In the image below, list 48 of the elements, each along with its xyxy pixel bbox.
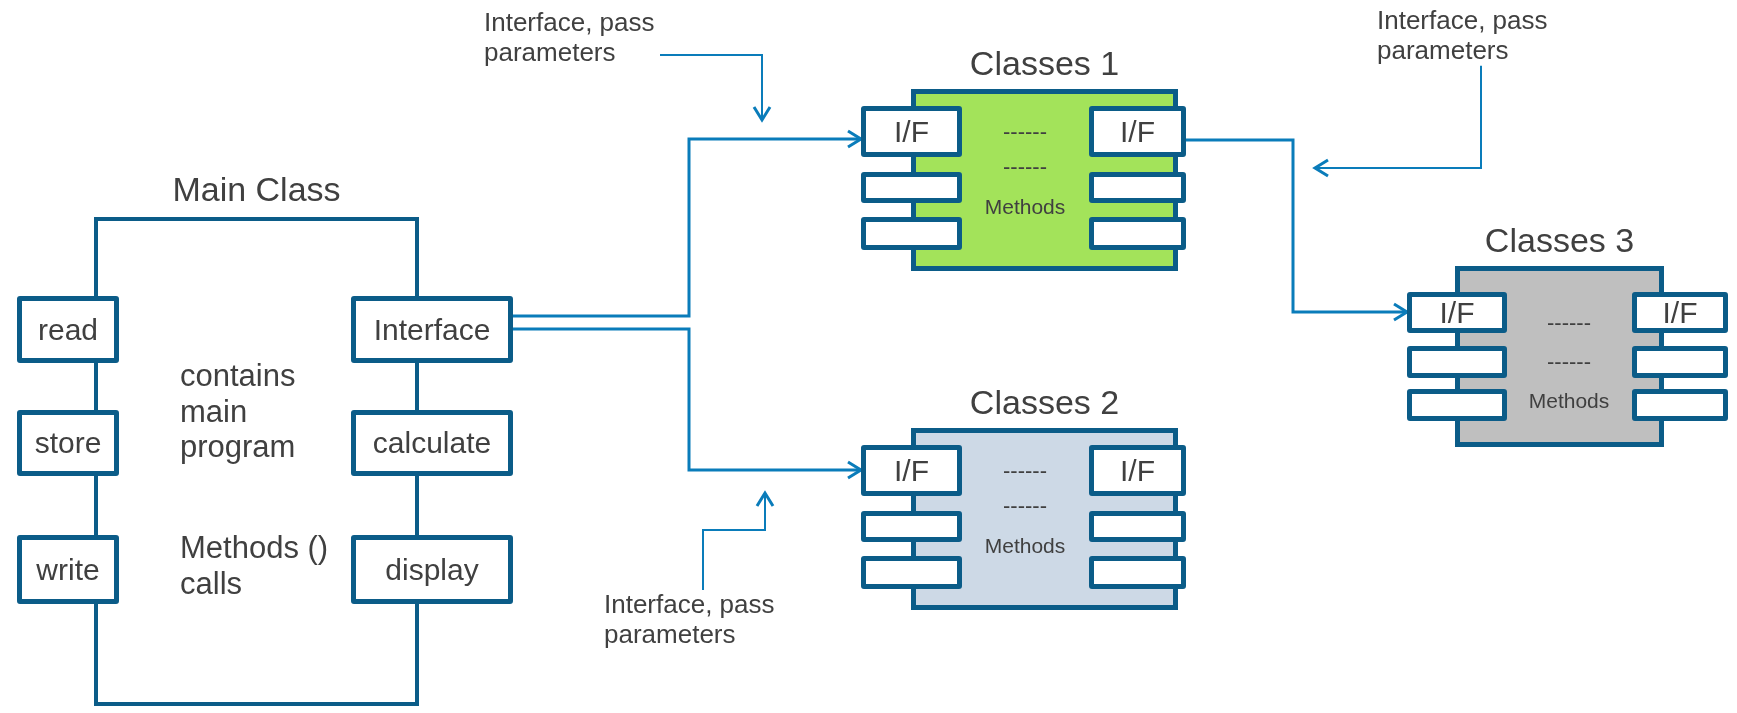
placeholder-dashes: ------ bbox=[1002, 154, 1048, 180]
method-box: write bbox=[17, 535, 119, 604]
interface-box: I/F bbox=[1632, 292, 1728, 333]
arrow bbox=[513, 327, 863, 480]
leader-line bbox=[1313, 64, 1482, 178]
placeholder-dashes: ------ bbox=[1002, 119, 1048, 145]
interface-box: I/F bbox=[861, 106, 962, 157]
method-box: display bbox=[351, 535, 513, 604]
description-text: contains main program bbox=[180, 358, 297, 465]
leader-line bbox=[702, 491, 775, 591]
interface-box: I/F bbox=[861, 445, 962, 496]
description-text: Methods () calls bbox=[180, 530, 330, 602]
placeholder-dashes: ------ bbox=[1002, 458, 1048, 484]
empty-slot-box bbox=[1632, 346, 1728, 378]
class-title: Classes 3 bbox=[1483, 221, 1636, 261]
interface-box: Interface bbox=[351, 296, 513, 363]
method-box: store bbox=[17, 410, 119, 476]
method-box: calculate bbox=[351, 410, 513, 476]
empty-slot-box bbox=[1407, 389, 1507, 421]
arrow bbox=[1186, 138, 1409, 322]
annotation-text: Interface, pass parameters bbox=[604, 590, 776, 650]
empty-slot-box bbox=[1089, 556, 1186, 589]
interface-box: I/F bbox=[1089, 106, 1186, 157]
empty-slot-box bbox=[1407, 346, 1507, 378]
empty-slot-box bbox=[1089, 217, 1186, 250]
methods-label: Methods bbox=[1527, 389, 1611, 414]
empty-slot-box bbox=[1089, 172, 1186, 203]
empty-slot-box bbox=[1089, 511, 1186, 542]
empty-slot-box bbox=[861, 556, 962, 589]
arrow bbox=[513, 129, 863, 318]
placeholder-dashes: ------ bbox=[1002, 493, 1048, 519]
interface-box: I/F bbox=[1089, 445, 1186, 496]
placeholder-dashes: ------ bbox=[1546, 349, 1592, 375]
interface-box: I/F bbox=[1407, 292, 1507, 333]
annotation-text: Interface, pass parameters bbox=[484, 8, 656, 68]
class-title: Classes 1 bbox=[968, 44, 1121, 84]
methods-label: Methods bbox=[983, 195, 1067, 220]
empty-slot-box bbox=[861, 511, 962, 542]
method-box: read bbox=[17, 296, 119, 363]
class-title: Main Class bbox=[171, 170, 342, 210]
methods-label: Methods bbox=[983, 534, 1067, 559]
empty-slot-box bbox=[861, 172, 962, 203]
annotation-text: Interface, pass parameters bbox=[1377, 6, 1549, 66]
class-title: Classes 2 bbox=[968, 383, 1121, 423]
placeholder-dashes: ------ bbox=[1546, 310, 1592, 336]
empty-slot-box bbox=[861, 217, 962, 250]
leader-line bbox=[659, 54, 772, 122]
empty-slot-box bbox=[1632, 389, 1728, 421]
